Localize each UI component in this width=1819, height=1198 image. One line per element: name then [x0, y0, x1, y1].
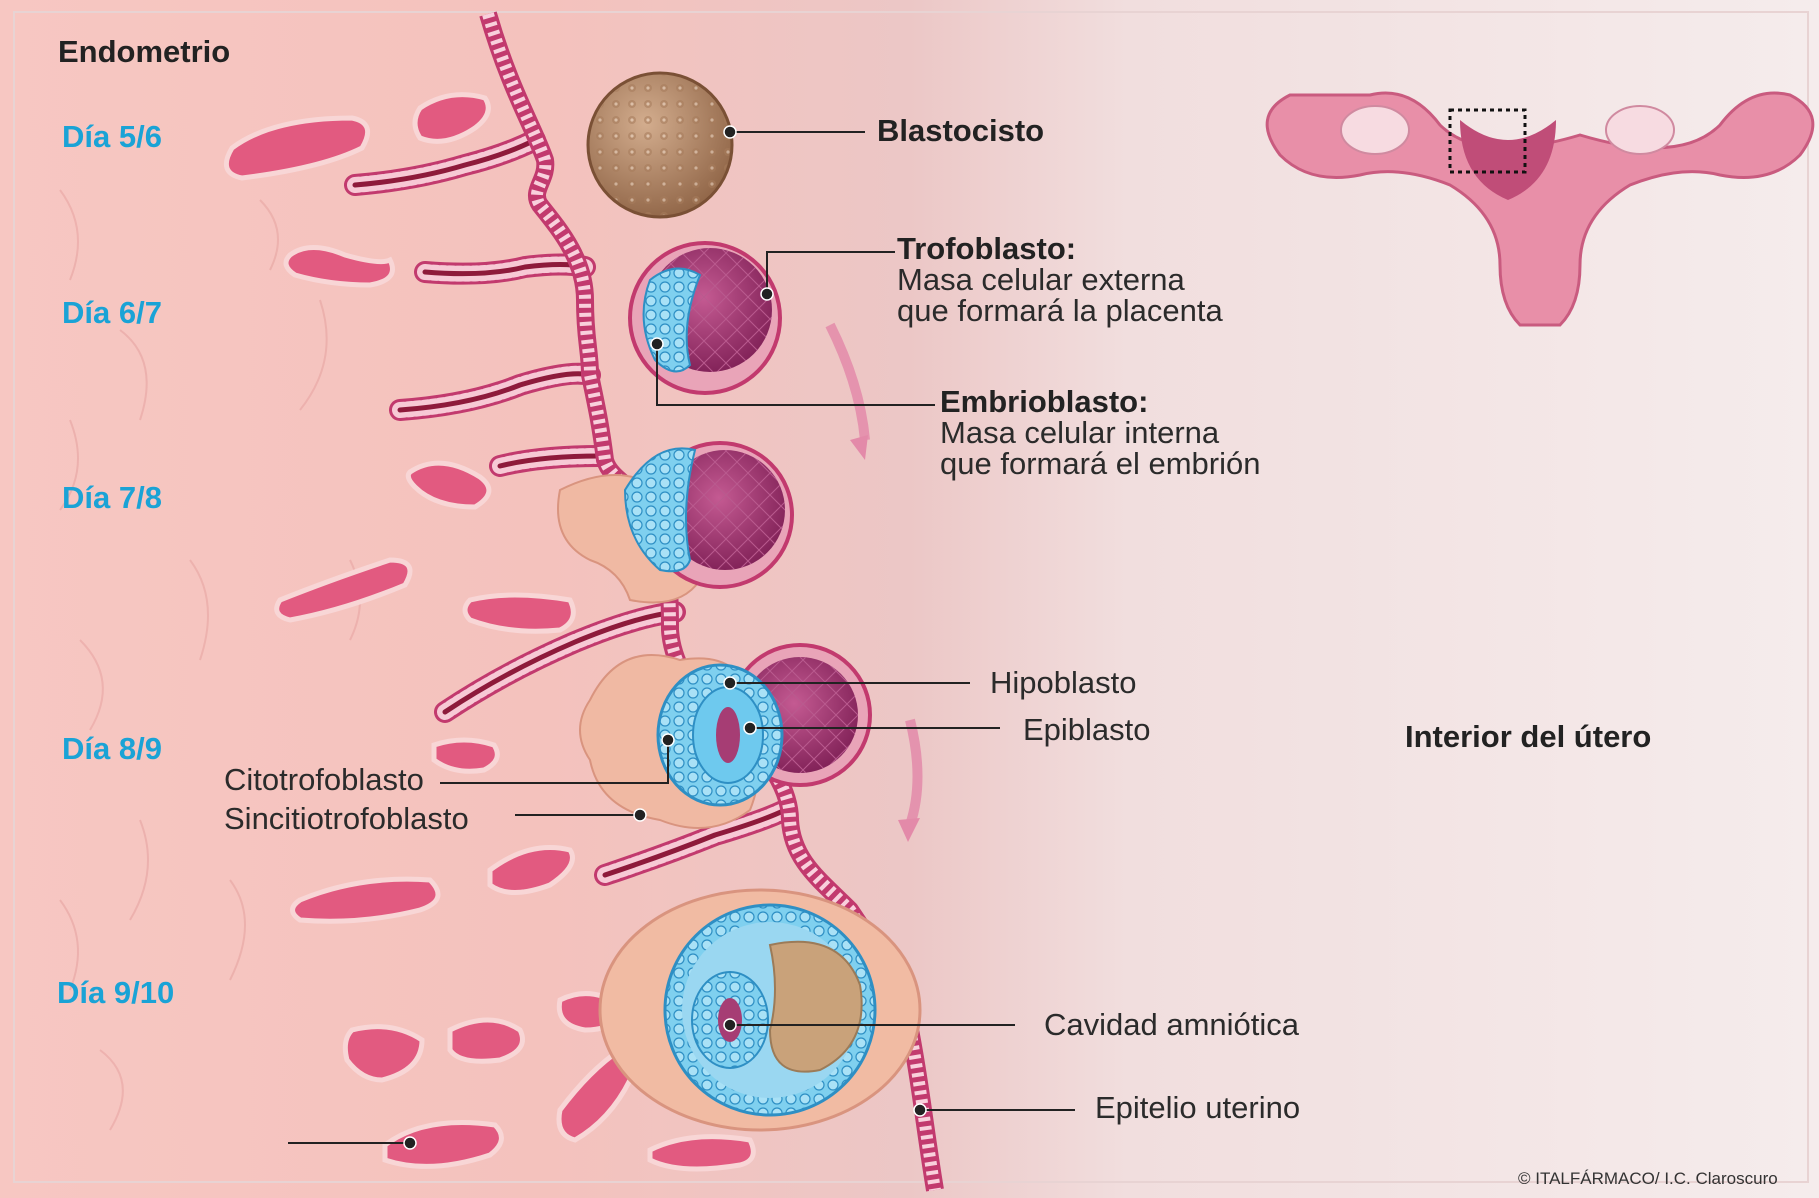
label-trofoblasto-line2: que formará la placenta: [897, 293, 1223, 328]
day-label-5: Día 9/10: [57, 975, 174, 1010]
day-label-4: Día 8/9: [62, 731, 162, 766]
day-label-2: Día 6/7: [62, 295, 162, 330]
label-trofoblasto-line1: Masa celular externa: [897, 262, 1186, 297]
day-label-1: Día 5/6: [62, 119, 162, 154]
embryo-day-9-10: [600, 890, 920, 1130]
label-embrioblasto-line1: Masa celular interna: [940, 415, 1220, 450]
label-embrioblasto-title: Embrioblasto:: [940, 384, 1148, 419]
label-embrioblasto-line2: que formará el embrión: [940, 446, 1261, 481]
label-citotrofoblasto: Citotrofoblasto: [224, 762, 424, 797]
copyright: © ITALFÁRMACO/ I.C. Claroscuro: [1518, 1169, 1778, 1188]
label-epiblasto: Epiblasto: [1023, 712, 1151, 747]
label-trofoblasto-title: Trofoblasto:: [897, 231, 1076, 266]
blastocyst-day-6-7: [630, 243, 780, 393]
label-blastocisto: Blastocisto: [877, 113, 1044, 148]
label-sincitiotrofoblasto: Sincitiotrofoblasto: [224, 801, 469, 836]
label-epitelio: Epitelio uterino: [1095, 1090, 1300, 1125]
blastocyst-day-5-6: [588, 73, 732, 217]
label-endometrio: Endometrio: [58, 34, 230, 69]
label-hipoblasto: Hipoblasto: [990, 665, 1136, 700]
day-label-3: Día 7/8: [62, 480, 162, 515]
label-interior: Interior del útero: [1405, 719, 1651, 754]
label-cavidad: Cavidad amniótica: [1044, 1007, 1300, 1042]
